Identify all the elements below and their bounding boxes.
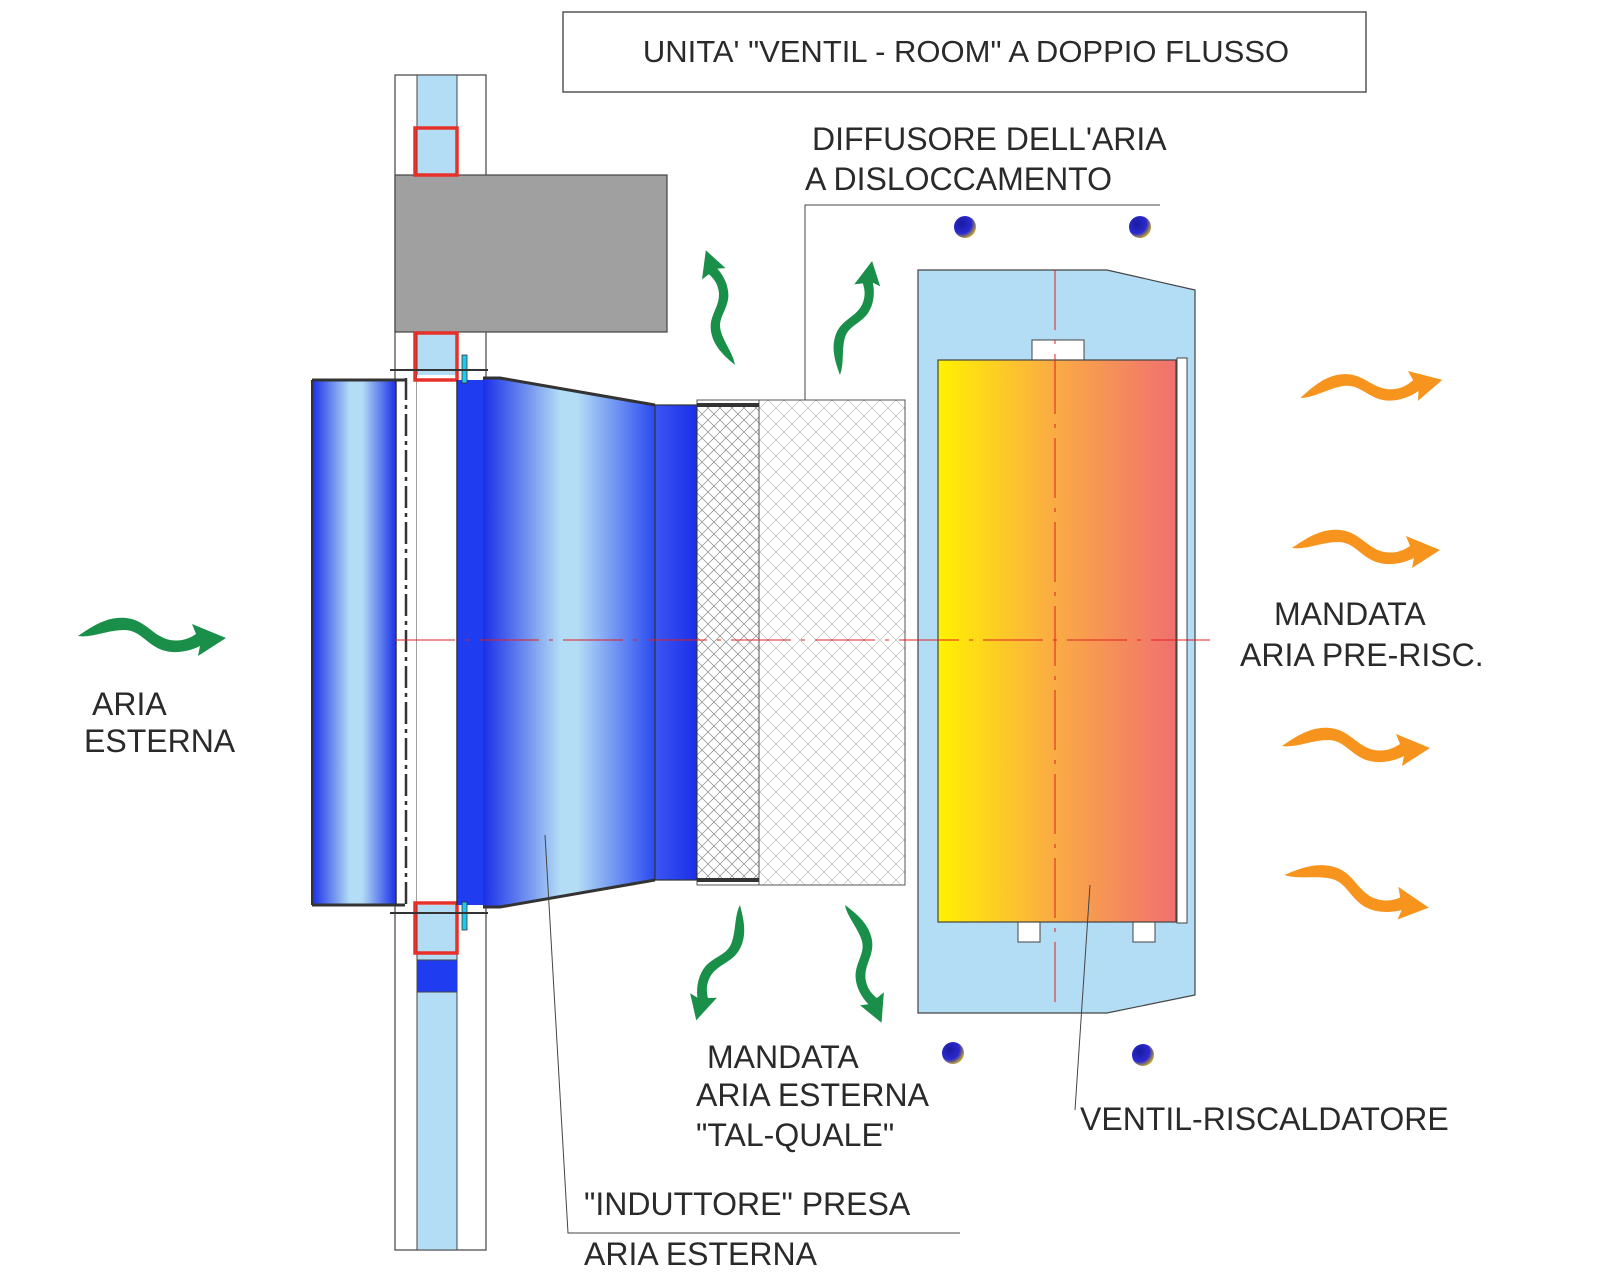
svg-text:ARIA ESTERNA: ARIA ESTERNA [696,1077,930,1113]
svg-text:"TAL-QUALE": "TAL-QUALE" [696,1117,894,1153]
red-bracket-top [413,126,459,177]
sensor-dot-icon [1132,1044,1154,1066]
red-bracket-middle [413,331,459,382]
svg-text:ARIA: ARIA [92,686,167,722]
wavy-flow-arrow-icon [1280,857,1433,926]
svg-text:ARIA PRE-RISC.: ARIA PRE-RISC. [1240,637,1484,673]
label-raw-supply: MANDATA ARIA ESTERNA "TAL-QUALE" [696,1039,930,1153]
label-outside-air: ARIA ESTERNA [84,686,236,759]
mesh-filter [696,399,906,886]
title-box: UNITA' "VENTIL - ROOM" A DOPPIO FLUSSO [562,11,1367,93]
svg-text:VENTIL-RISCALDATORE: VENTIL-RISCALDATORE [1080,1101,1449,1137]
heater-core [937,359,1177,923]
leader-lines [544,204,1160,1234]
svg-text:MANDATA: MANDATA [707,1039,859,1075]
label-diffuser: DIFFUSORE DELL'ARIA A DISLOCCAMENTO [805,121,1167,197]
svg-text:ESTERNA: ESTERNA [84,723,236,759]
wavy-flow-arrow-icon [1282,727,1430,766]
inductor-cone [483,376,698,909]
sensor-dot-icon [1129,216,1151,238]
wavy-flow-arrow-icon [682,899,755,1027]
svg-text:DIFFUSORE DELL'ARIA: DIFFUSORE DELL'ARIA [812,121,1167,157]
sensor-dot-icon [954,216,976,238]
diagram-title: UNITA' "VENTIL - ROOM" A DOPPIO FLUSSO [643,34,1289,69]
wall-sleeve [390,354,488,931]
wavy-flow-arrow-icon [825,256,887,380]
wavy-flow-arrow-icon [78,617,226,656]
label-inductor: "INDUTTORE" PRESA ARIA ESTERNA [584,1186,911,1272]
gray-beam [394,174,668,333]
svg-text:ARIA ESTERNA: ARIA ESTERNA [584,1236,818,1272]
svg-text:MANDATA: MANDATA [1274,596,1426,632]
label-heater: VENTIL-RISCALDATORE [1080,1101,1449,1137]
svg-text:A DISLOCCAMENTO: A DISLOCCAMENTO [805,161,1112,197]
label-preheated-supply: MANDATA ARIA PRE-RISC. [1240,596,1484,673]
wavy-flow-arrow-icon [690,246,751,369]
sensor-dots [942,216,1154,1066]
outer-duct [311,378,408,907]
wavy-flow-arrow-icon [829,900,898,1028]
sensor-dot-icon [942,1042,964,1064]
svg-text:"INDUTTORE" PRESA: "INDUTTORE" PRESA [584,1186,911,1222]
wavy-flow-arrow-icon [1292,529,1440,568]
wavy-flow-arrow-icon [1297,360,1445,418]
centerlines [395,270,1210,1010]
red-bracket-bottom [413,901,459,955]
